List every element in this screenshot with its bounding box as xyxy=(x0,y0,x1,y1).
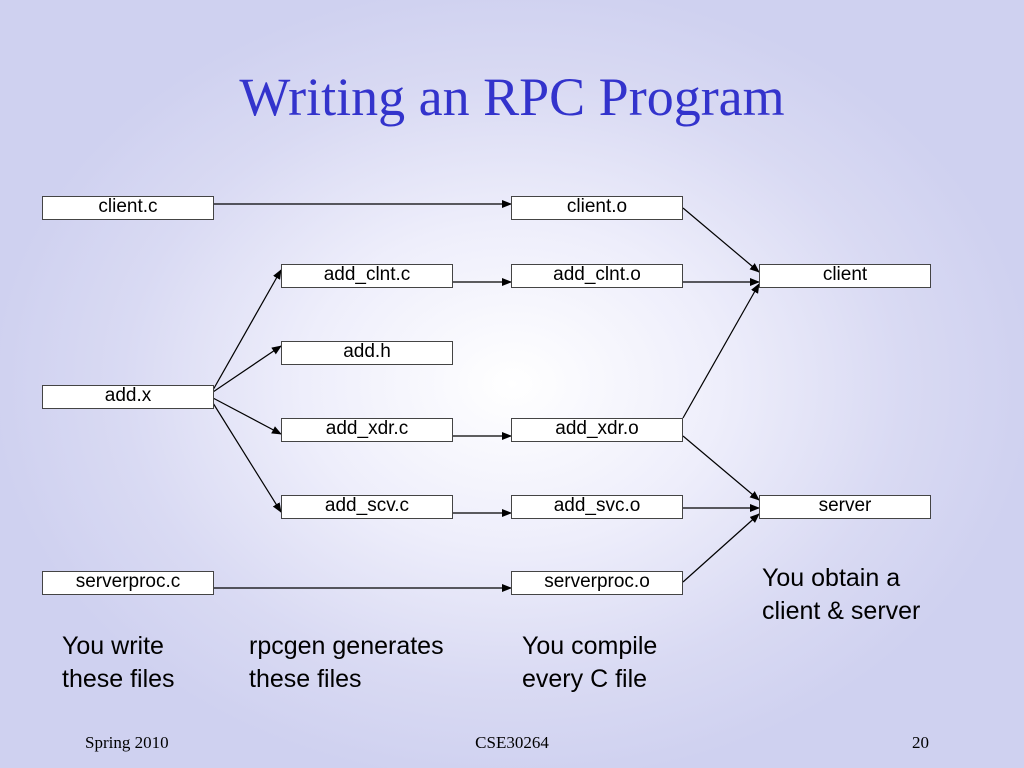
footer-slide-number: 20 xyxy=(912,733,929,752)
box-add-scv-c: add_scv.c xyxy=(281,495,453,519)
note-obtain-line1: You obtain a xyxy=(762,564,901,592)
arrow-serverproc-o-to-server xyxy=(682,513,760,583)
arrow-add-x-to-add-scv-c xyxy=(212,402,282,513)
box-serverproc-c: serverproc.c xyxy=(42,571,214,595)
arrow-client-o-to-client xyxy=(682,207,760,273)
note-you-write: You write these files xyxy=(62,630,175,696)
box-add-h: add.h xyxy=(281,341,453,365)
box-client: client xyxy=(759,264,931,288)
box-server: server xyxy=(759,495,931,519)
box-add-clnt-o: add_clnt.o xyxy=(511,264,683,288)
arrow-add-x-to-add-clnt-c xyxy=(212,269,282,391)
footer-course: CSE30264 xyxy=(475,733,549,752)
note-obtain-line2: client & server xyxy=(762,597,921,625)
box-client-c: client.c xyxy=(42,196,214,220)
box-add-xdr-o: add_xdr.o xyxy=(511,418,683,442)
note-rpcgen: rpcgen generates these files xyxy=(249,630,444,696)
slide-title: Writing an RPC Program xyxy=(239,67,785,127)
arrow-add-x-to-add-h xyxy=(212,345,282,393)
box-add-clnt-c: add_clnt.c xyxy=(281,264,453,288)
arrow-add-xdr-o-to-client xyxy=(682,283,760,419)
box-add-xdr-c: add_xdr.c xyxy=(281,418,453,442)
arrow-add-x-to-add-xdr-c xyxy=(212,397,282,435)
note-rpcgen-line2: these files xyxy=(249,665,362,693)
note-write-line2: these files xyxy=(62,665,175,693)
note-write-line1: You write xyxy=(62,632,164,660)
note-obtain: You obtain a client & server xyxy=(762,562,920,628)
note-compile: You compile every C file xyxy=(522,630,657,696)
box-serverproc-o: serverproc.o xyxy=(511,571,683,595)
box-add-x: add.x xyxy=(42,385,214,409)
footer-date: Spring 2010 xyxy=(85,733,169,752)
box-add-svc-o: add_svc.o xyxy=(511,495,683,519)
arrow-add-xdr-o-to-server xyxy=(682,435,760,501)
note-rpcgen-line1: rpcgen generates xyxy=(249,632,444,660)
note-compile-line1: You compile xyxy=(522,632,658,660)
box-client-o: client.o xyxy=(511,196,683,220)
note-compile-line2: every C file xyxy=(522,665,648,693)
